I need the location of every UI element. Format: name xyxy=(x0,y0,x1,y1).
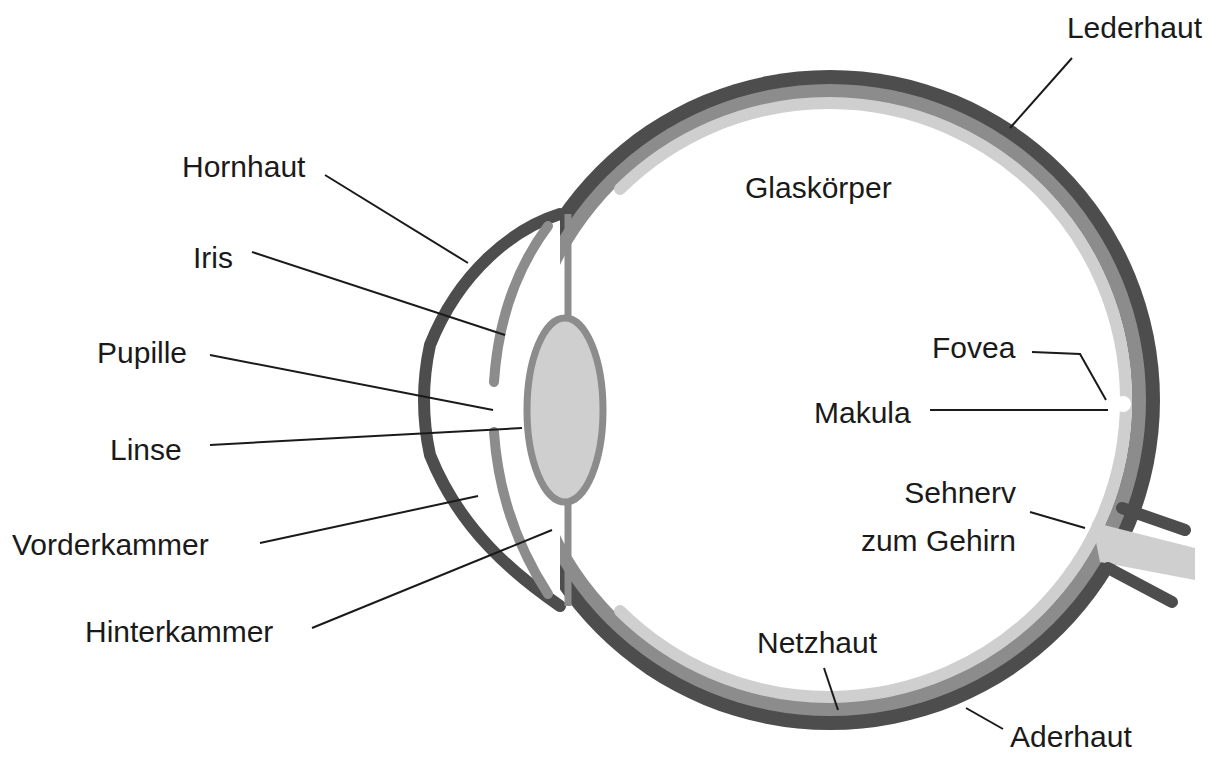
part-label: Aderhaut xyxy=(1010,719,1132,755)
part-label: Hinterkammer xyxy=(85,614,273,650)
part-label: Pupille xyxy=(97,335,187,371)
part-label: Netzhaut xyxy=(757,625,877,661)
leader-line xyxy=(1032,352,1106,400)
part-label: Fovea xyxy=(932,330,1015,366)
sclera xyxy=(500,70,1160,730)
part-label: Iris xyxy=(193,240,233,276)
leader-line xyxy=(1030,512,1085,528)
eyeball xyxy=(500,70,1160,730)
front-eye xyxy=(424,214,603,606)
optic-nerve-sheath xyxy=(1122,508,1185,530)
fovea-pit xyxy=(1115,396,1131,412)
optic-nerve-sheath xyxy=(1108,568,1172,602)
leader-line xyxy=(312,530,552,628)
choroid xyxy=(514,84,1146,716)
part-label: Linse xyxy=(110,432,182,468)
leader-line xyxy=(210,428,522,445)
optic-nerve xyxy=(1092,508,1195,602)
part-label: Glaskörper xyxy=(745,170,892,206)
part-label: Makula xyxy=(814,395,911,431)
leader-line xyxy=(325,175,468,263)
leader-lines xyxy=(210,58,1108,729)
part-label: Vorderkammer xyxy=(12,527,209,563)
lens xyxy=(527,318,603,502)
vitreous-body xyxy=(528,98,1132,702)
zonule xyxy=(565,214,572,318)
leader-line xyxy=(930,409,1108,411)
leader-line xyxy=(260,496,478,543)
part-label: Lederhaut xyxy=(1067,10,1202,46)
leader-line xyxy=(1010,58,1072,128)
zonule xyxy=(565,502,572,606)
leader-line xyxy=(824,668,838,710)
leader-line xyxy=(252,252,505,335)
part-label: Hornhaut xyxy=(182,149,305,185)
leader-line xyxy=(966,708,1003,729)
part-label: Sehnerv zum Gehirn xyxy=(852,469,1016,565)
retina xyxy=(620,103,1126,697)
leader-line xyxy=(210,355,493,410)
